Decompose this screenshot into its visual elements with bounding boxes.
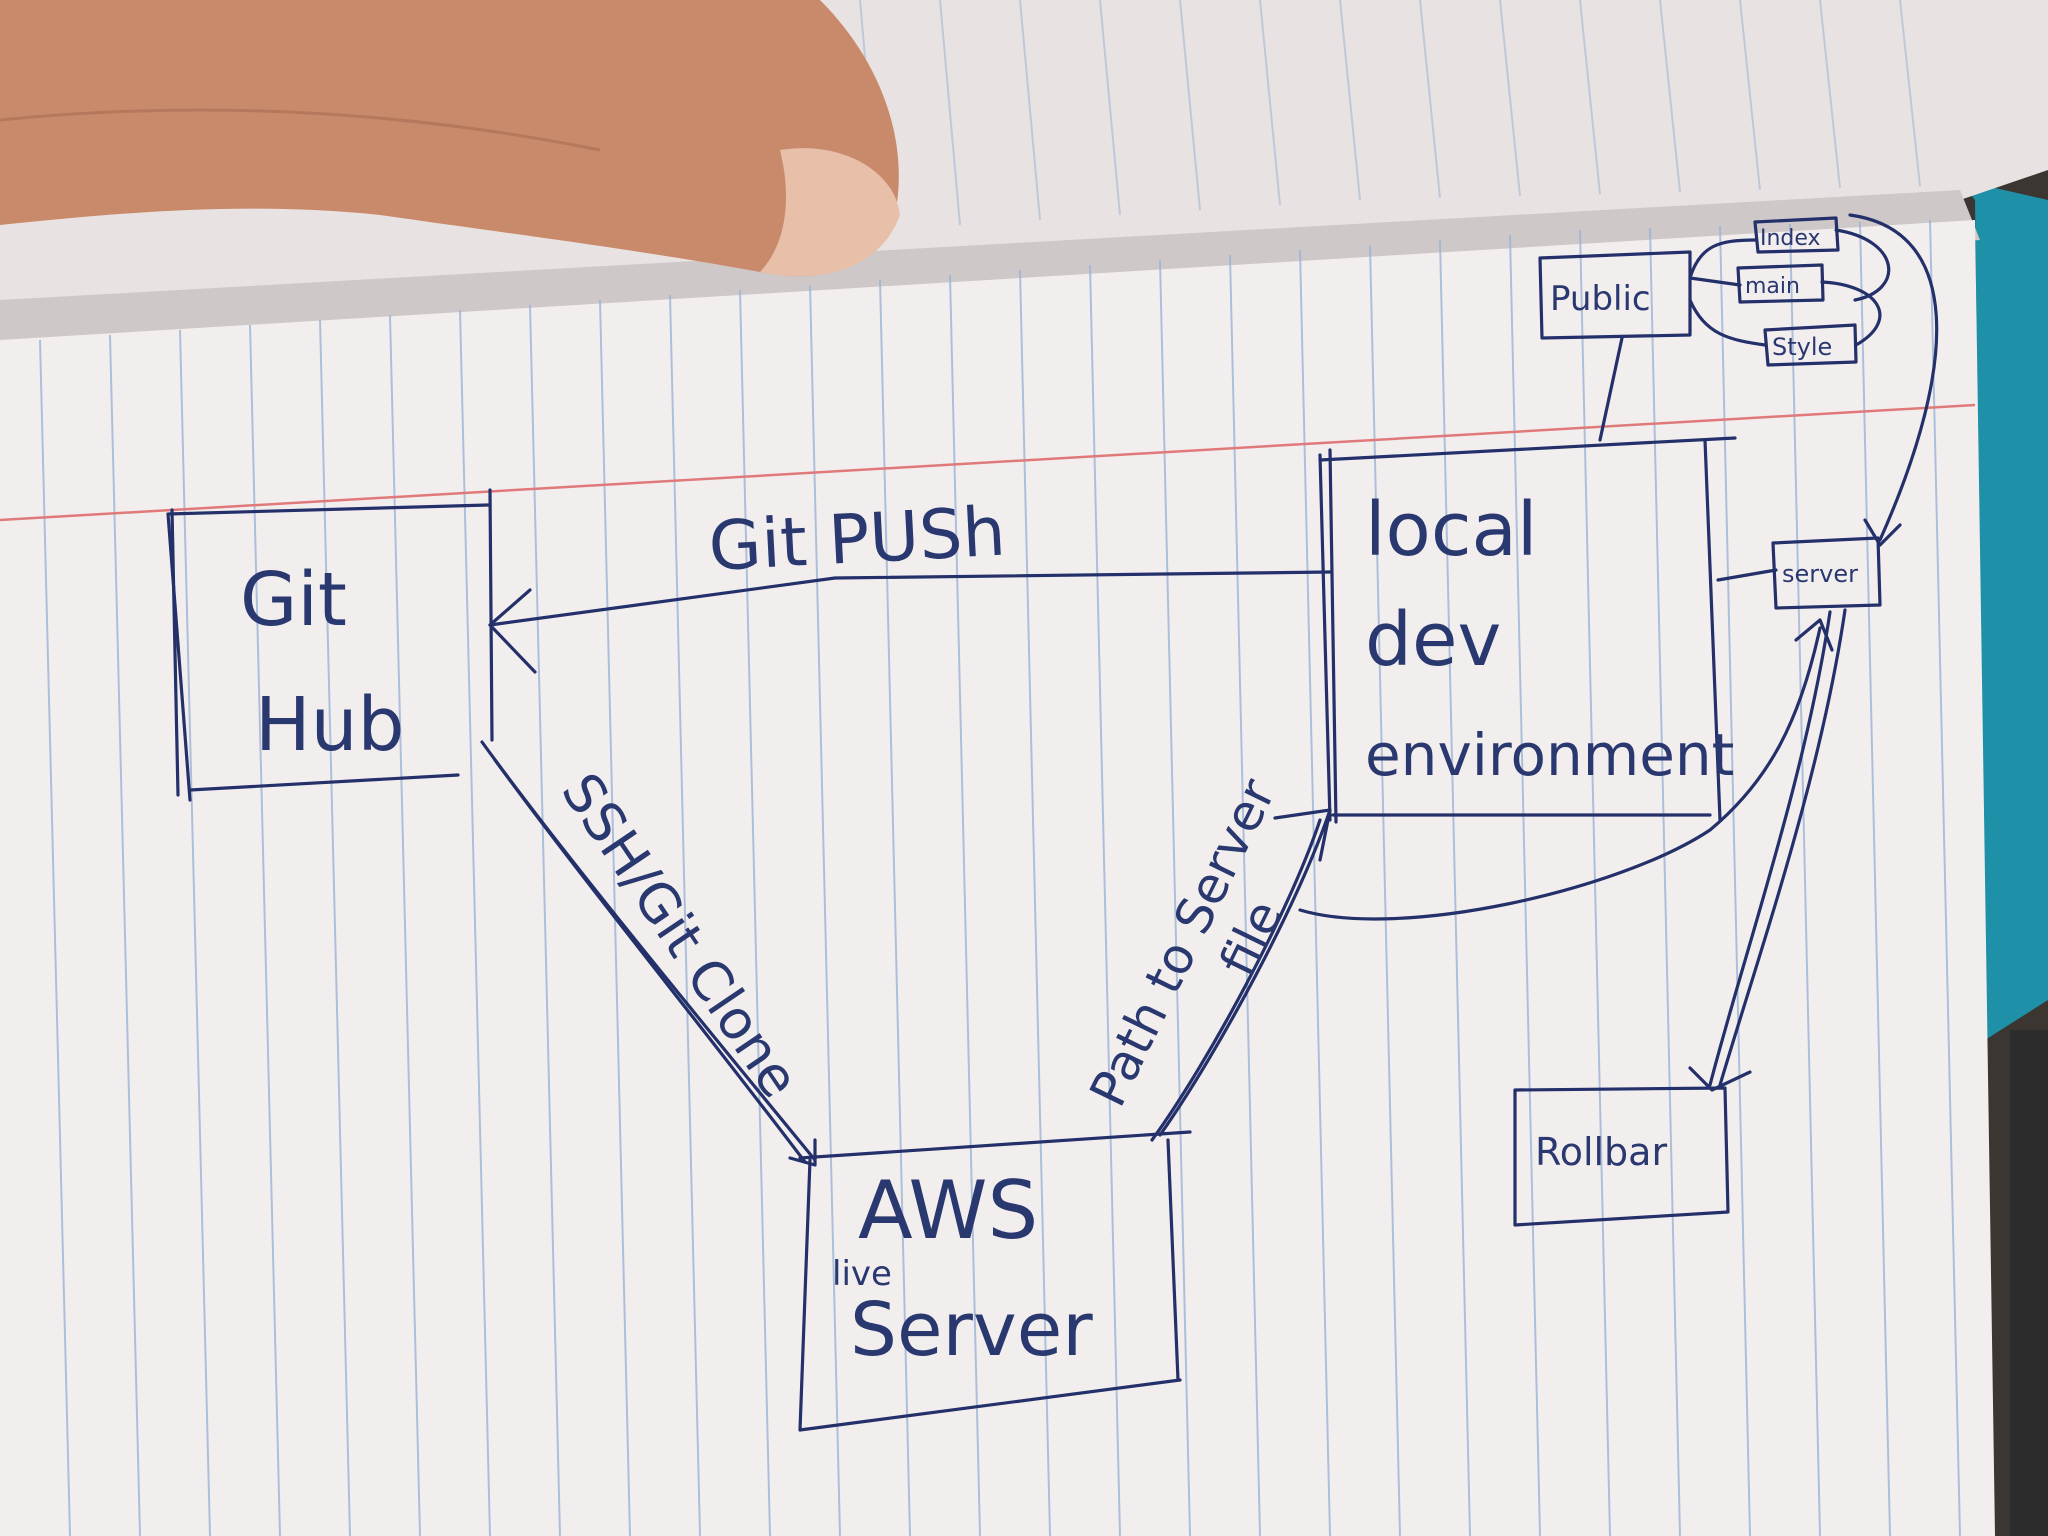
server-node bbox=[1771, 536, 1882, 610]
local-dev-node bbox=[1318, 436, 1737, 824]
github-label-line2: Hub bbox=[255, 682, 405, 768]
style-label: Style bbox=[1772, 333, 1832, 361]
aws-label-line1: AWS bbox=[858, 1164, 1038, 1257]
public-label: Public bbox=[1550, 279, 1651, 319]
local-label-line3: environment bbox=[1365, 721, 1734, 789]
folder-tab bbox=[1960, 180, 2048, 1040]
rollbar-label: Rollbar bbox=[1535, 1130, 1667, 1174]
path-to-server-arrow bbox=[1150, 808, 1332, 1142]
public-files-connector bbox=[1688, 238, 1767, 347]
margin-line bbox=[0, 403, 1976, 522]
local-server-connector bbox=[1716, 568, 1778, 582]
index-node bbox=[1753, 216, 1840, 254]
main-label: main bbox=[1745, 274, 1800, 299]
git-push-label: Git PUSh bbox=[707, 493, 1008, 587]
index-label: Index bbox=[1760, 226, 1821, 251]
rollbar-node bbox=[1513, 1086, 1730, 1227]
files-server-connector bbox=[1820, 213, 1939, 542]
main-node bbox=[1736, 263, 1825, 304]
git-push-arrow bbox=[488, 570, 1332, 674]
local-label-line2: dev bbox=[1365, 597, 1501, 683]
thumb bbox=[0, 0, 899, 277]
github-node bbox=[166, 488, 494, 802]
style-node bbox=[1763, 323, 1858, 367]
server-rollbar-arrow bbox=[1688, 608, 1847, 1092]
aws-node bbox=[798, 1130, 1192, 1432]
ruled-lines bbox=[39, 219, 1961, 1536]
aws-label-line2: live bbox=[832, 1254, 892, 1294]
paper-sheet bbox=[0, 220, 1995, 1536]
local-server-curve bbox=[1298, 626, 1822, 921]
local-label-line1: local bbox=[1365, 487, 1537, 573]
server-label: server bbox=[1782, 560, 1858, 588]
github-label-line1: Git bbox=[240, 557, 347, 643]
ssh-clone-arrow bbox=[480, 740, 817, 1167]
aws-label-line3: Server bbox=[850, 1287, 1093, 1373]
public-node bbox=[1538, 250, 1692, 340]
public-local-connector bbox=[1598, 336, 1624, 442]
